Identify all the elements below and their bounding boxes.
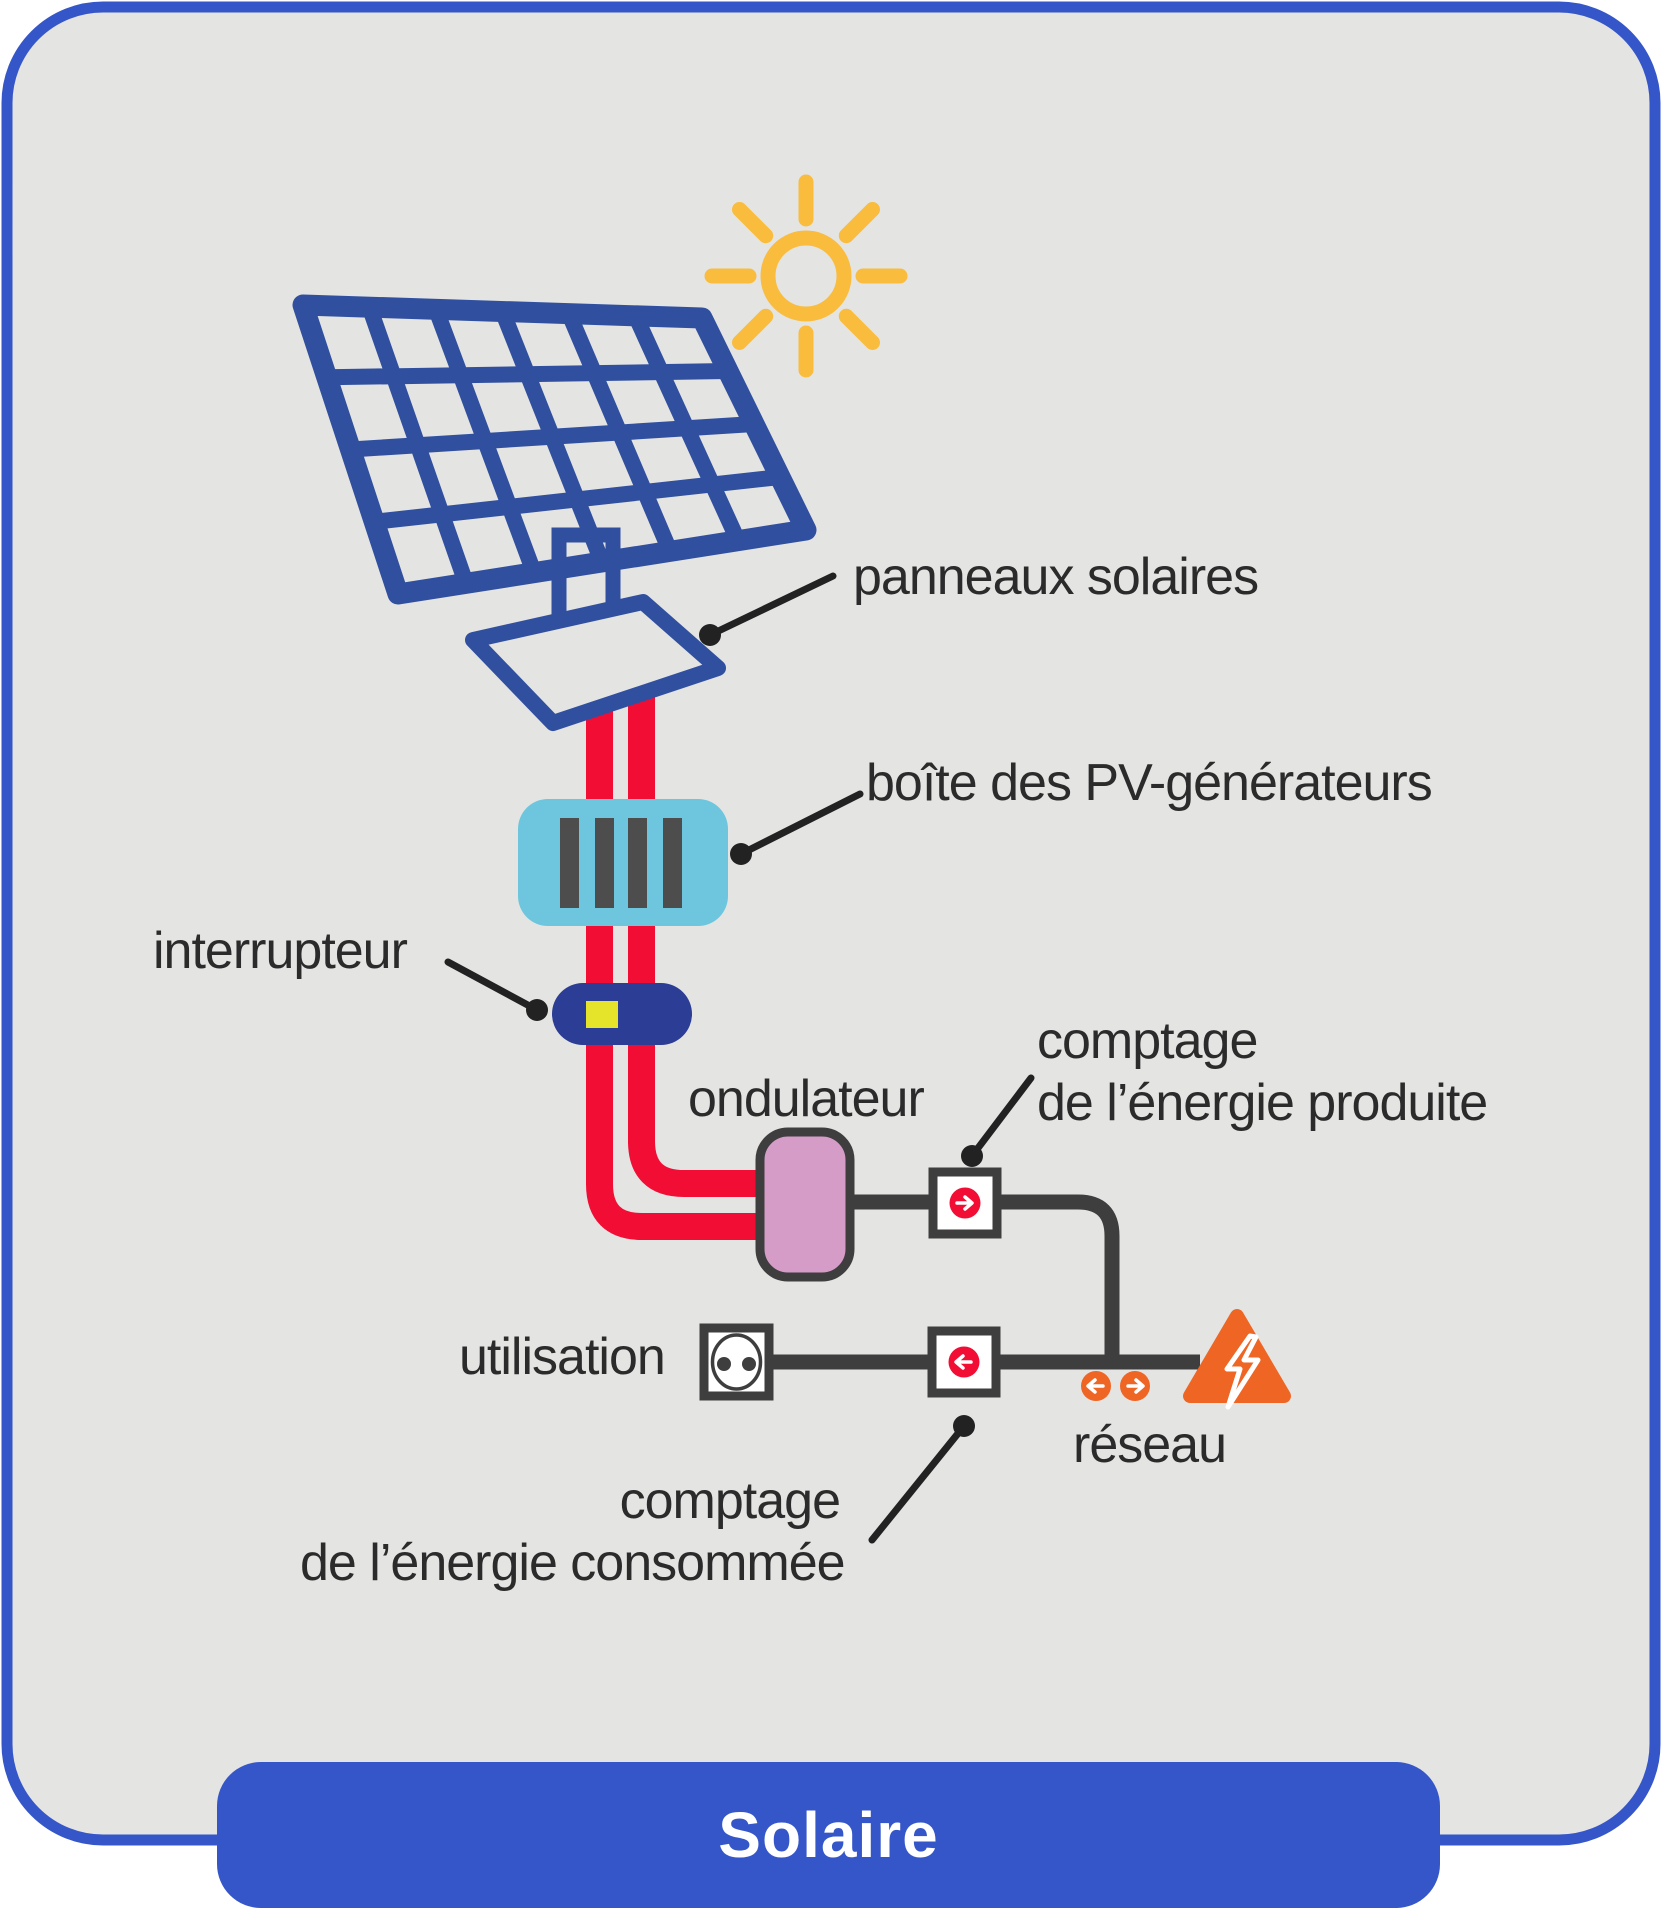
- dc-cables: [586, 660, 792, 1240]
- inverter-icon: [755, 1127, 855, 1282]
- switch-label: interrupteur: [153, 922, 408, 980]
- meter-consumed: [927, 1326, 1001, 1398]
- pv-generator-box-icon: [518, 799, 728, 926]
- sun-icon: [704, 174, 908, 378]
- metering-produced-line2: de l’énergie produite: [1037, 1074, 1488, 1132]
- page-title: Solaire: [718, 1799, 939, 1871]
- meter-arrow-right-icon: [955, 1195, 974, 1211]
- metering-produced-label: comptage de l’énergie produite: [1037, 1010, 1488, 1134]
- metering-consumed-line2: de l’énergie consommée: [300, 1534, 846, 1592]
- meter-produced: [928, 1167, 1002, 1239]
- bidirectional-arrows-icon: [1081, 1371, 1150, 1401]
- switch-icon: [552, 983, 692, 1045]
- metering-produced-line1: comptage: [1037, 1012, 1258, 1070]
- metering-consumed-line1: comptage: [619, 1472, 841, 1530]
- pv-box-label: boîte des PV-générateurs: [866, 754, 1433, 812]
- pointer-lines: [444, 572, 1035, 1544]
- inverter-label: ondulateur: [688, 1070, 925, 1128]
- ac-wires: [766, 1194, 1200, 1370]
- panels-label: panneaux solaires: [853, 548, 1259, 606]
- metering-consumed-label: comptage de l’énergie consommée: [300, 1470, 846, 1594]
- solar-panel-icon: [292, 294, 817, 605]
- meter-arrow-left-icon: [954, 1354, 973, 1370]
- title-bar: [217, 1762, 1440, 1908]
- usage-label: utilisation: [459, 1328, 666, 1386]
- panel-base: [465, 594, 726, 731]
- title-bar-text-wrap: Solaire: [217, 1762, 1440, 1908]
- grid-label: réseau: [1073, 1416, 1227, 1474]
- power-outlet-icon: [699, 1323, 774, 1401]
- grid-lightning-icon: [1183, 1309, 1291, 1410]
